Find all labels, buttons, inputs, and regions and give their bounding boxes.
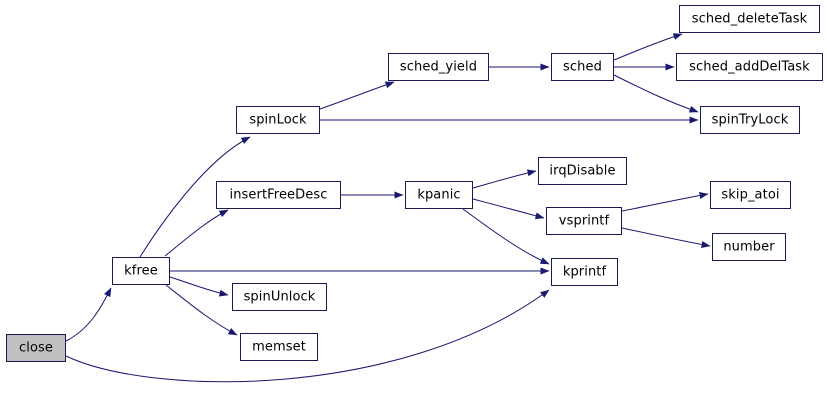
node-label: spinUnlock (243, 289, 316, 304)
edge-kfree-spinUnlock (169, 276, 229, 297)
node-kpanic[interactable]: kpanic (405, 181, 473, 209)
node-label: spinLock (249, 112, 307, 127)
edge-vsprintf-number (621, 227, 711, 248)
edge-kpanic-irqDisable (472, 169, 537, 189)
node-label: sched_yield (399, 59, 478, 74)
node-spinUnlock[interactable]: spinUnlock (232, 283, 327, 311)
node-memset[interactable]: memset (240, 333, 318, 361)
node-label: memset (252, 339, 306, 354)
edge-kpanic-kprintf (462, 208, 550, 265)
node-label: insertFreeDesc (229, 187, 328, 202)
node-spinTryLock[interactable]: spinTryLock (700, 106, 800, 134)
node-label: sched (563, 59, 602, 74)
node-number[interactable]: number (712, 233, 786, 261)
node-sched_addDelTask[interactable]: sched_addDelTask (676, 53, 823, 81)
node-skip_atoi[interactable]: skip_atoi (710, 181, 791, 209)
edge-vsprintf-skip_atoi (621, 192, 709, 212)
edge-spinLock-sched_yield (319, 81, 395, 110)
node-label: kfree (124, 263, 158, 278)
node-sched[interactable]: sched (551, 53, 614, 81)
node-label: sched_addDelTask (689, 59, 810, 74)
node-label: kprintf (562, 264, 607, 279)
node-label: vsprintf (558, 213, 610, 228)
node-label: number (723, 239, 775, 254)
node-label: spinTryLock (711, 112, 789, 127)
node-label: sched_deleteTask (691, 11, 808, 26)
node-insertFreeDesc[interactable]: insertFreeDesc (216, 181, 341, 209)
edge-kfree-spinLock (139, 136, 251, 258)
edge-close-kprintf (65, 289, 550, 383)
node-label: close (19, 340, 53, 355)
node-kfree[interactable]: kfree (112, 257, 170, 285)
edge-close-kfree (65, 287, 112, 342)
node-vsprintf[interactable]: vsprintf (546, 207, 622, 235)
edge-sched-spinTryLock (613, 74, 699, 113)
edge-kfree-insertFreeDesc (164, 209, 229, 257)
node-label: skip_atoi (721, 187, 780, 202)
node-irqDisable[interactable]: irqDisable (538, 157, 627, 185)
node-label: irqDisable (549, 163, 616, 178)
node-sched_deleteTask[interactable]: sched_deleteTask (679, 5, 820, 33)
edge-kfree-memset (165, 284, 238, 336)
edge-sched-sched_deleteTask (613, 33, 683, 61)
node-label: kpanic (417, 187, 461, 202)
node-kprintf[interactable]: kprintf (551, 258, 618, 286)
node-close[interactable]: close (6, 334, 66, 362)
node-sched_yield[interactable]: sched_yield (388, 53, 489, 81)
node-spinLock[interactable]: spinLock (236, 106, 320, 134)
edge-kpanic-vsprintf (472, 198, 545, 220)
